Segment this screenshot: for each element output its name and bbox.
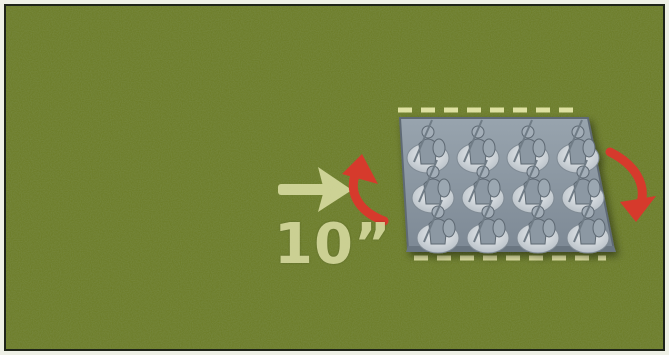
movement-distance-label: 10” — [274, 212, 392, 277]
game-board: 10” — [4, 4, 665, 351]
tabletop-scene — [6, 6, 665, 351]
unit-tray[interactable] — [400, 118, 616, 253]
